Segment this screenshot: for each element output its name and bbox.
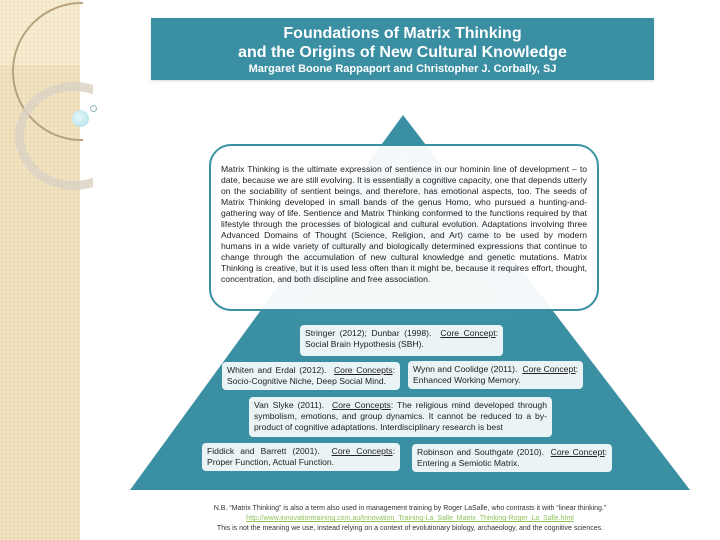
note-wynn-coolidge: Wynn and Coolidge (2011). Core Concept: …: [408, 361, 583, 389]
note-stringer-dunbar: Stringer (2012); Dunbar (1998). Core Con…: [300, 325, 503, 356]
note-van-slyke: Van Slyke (2011). Core Concepts: The rel…: [249, 397, 552, 437]
note-text: Enhanced Working Memory.: [413, 375, 521, 385]
note-label: Core Concepts: [331, 400, 391, 410]
note-label: Core Concepts: [331, 446, 393, 456]
title-authors: Margaret Boone Rappaport and Christopher…: [248, 63, 557, 75]
note-label: Core Concept: [440, 328, 496, 338]
title-line-2: and the Origins of New Cultural Knowledg…: [238, 44, 567, 61]
note-citation: Van Slyke (2011).: [254, 400, 325, 410]
note-citation: Wynn and Coolidge (2011).: [413, 364, 518, 374]
note-text: Entering a Semiotic Matrix.: [417, 458, 520, 468]
note-text: Proper Function, Actual Function.: [207, 457, 335, 467]
note-fiddick-barrett: Fiddick and Barrett (2001). Core Concept…: [202, 443, 400, 471]
note-robinson-southgate: Robinson and Southgate (2010). Core Conc…: [412, 444, 612, 472]
footnote-line-3: This is not the meaning we use, instead …: [216, 525, 604, 532]
decorative-ring-icon: [15, 82, 93, 190]
footnote-line-1: N.B. “Matrix Thinking” is also a term al…: [213, 505, 607, 512]
decorative-bubble-icon: [72, 110, 89, 127]
note-citation: Fiddick and Barrett (2001).: [207, 446, 320, 456]
note-citation: Robinson and Southgate (2010).: [417, 447, 545, 457]
footnote-link[interactable]: http://www.innovationtraining.com.au/Inn…: [246, 515, 574, 522]
decorative-side-band: [0, 0, 93, 540]
note-label: Core Concept: [550, 447, 605, 457]
apex-description-text: Matrix Thinking is the ultimate expressi…: [221, 164, 587, 284]
title-line-1: Foundations of Matrix Thinking: [283, 25, 522, 42]
note-whiten-erdal: Whiten and Erdal (2012). Core Concepts: …: [222, 362, 400, 390]
apex-description-box: Matrix Thinking is the ultimate expressi…: [209, 144, 599, 311]
title-banner: Foundations of Matrix Thinking and the O…: [151, 18, 654, 80]
footnote: N.B. “Matrix Thinking” is also a term al…: [150, 504, 670, 534]
note-text: Social Brain Hypothesis (SBH).: [305, 339, 424, 349]
note-label: Core Concepts: [333, 365, 393, 375]
note-text: Socio-Cognitive Niche, Deep Social Mind.: [227, 376, 387, 386]
note-citation: Stringer (2012); Dunbar (1998).: [305, 328, 432, 338]
note-text: The religious mind developed through sym…: [254, 400, 547, 432]
note-citation: Whiten and Erdal (2012).: [227, 365, 327, 375]
note-label: Core Concept: [522, 364, 576, 374]
decorative-small-circle-icon: [90, 105, 97, 112]
